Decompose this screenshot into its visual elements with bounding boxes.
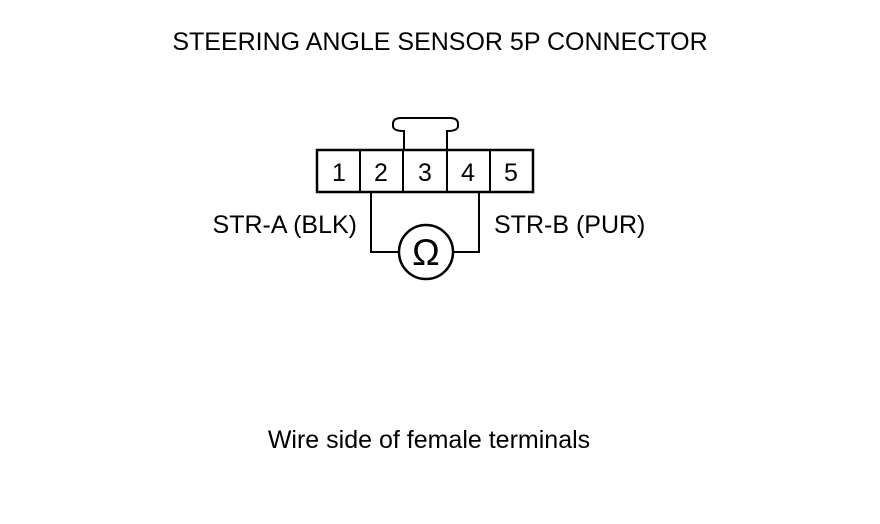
- pin-label-4: 4: [461, 159, 475, 187]
- ohmmeter-circle: [397, 223, 455, 281]
- left-test-lead: [370, 192, 399, 253]
- right-test-lead: [453, 192, 480, 253]
- left-wire-label: STR-A (BLK): [213, 211, 357, 239]
- diagram-caption: Wire side of female terminals: [267, 426, 591, 454]
- pin-label-2: 2: [374, 159, 388, 187]
- pin-label-1: 1: [332, 159, 346, 187]
- connector-body: [315, 148, 535, 194]
- pin-label-3: 3: [418, 159, 432, 187]
- pin-label-5: 5: [504, 159, 518, 187]
- right-wire-label: STR-B (PUR): [494, 211, 645, 239]
- ohm-symbol: Ω: [412, 232, 440, 273]
- connector-lock-tab: [392, 117, 459, 150]
- diagram-title: STEERING ANGLE SENSOR 5P CONNECTOR: [172, 28, 708, 56]
